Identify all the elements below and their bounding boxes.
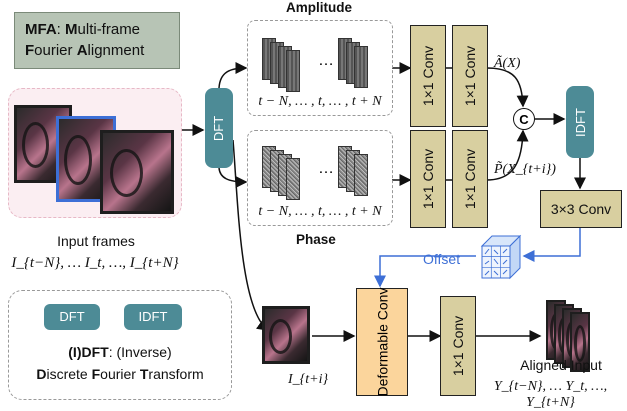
legend-dft-chip: DFT: [44, 304, 100, 330]
legend-line-1: (I)DFT: (Inverse): [8, 344, 232, 360]
amplitude-panel: [247, 20, 393, 116]
phase-spectrum-4: [286, 158, 300, 200]
legend-letter-d: D: [36, 366, 47, 382]
conv3x3-node: 3×3 Conv: [540, 190, 622, 228]
amplitude-conv-1-label: 1×1 Conv: [420, 45, 437, 107]
legend-text-ransform: ransform: [148, 366, 204, 382]
mfa-acronym-rest: FA: [37, 21, 57, 38]
phase-spectrum-7: [354, 154, 368, 196]
amplitude-conv-2-label: 1×1 Conv: [462, 45, 479, 107]
dft-node-label: DFT: [211, 115, 227, 141]
mfa-line-2: Fourier Alignment: [25, 40, 179, 61]
mfa-colon: :: [56, 21, 66, 38]
phase-conv-2-label: 1×1 Conv: [462, 148, 479, 210]
legend-idft-chip: IDFT: [124, 304, 182, 330]
legend-text-iscrete: iscrete: [46, 366, 92, 382]
amplitude-label: Ã(X): [494, 56, 521, 71]
offset-label: Offset: [423, 251, 461, 267]
idft-node-label: IDFT: [572, 107, 588, 137]
legend-idft-bold: (I)DFT: [68, 344, 109, 360]
mfa-letter-m: M: [25, 21, 38, 38]
mfa-title-box: MFA: Multi-frame Fourier Alignment: [14, 12, 180, 69]
aligned-input-caption: Aligned Input: [520, 357, 602, 373]
phase-range: t − N, … , t, … , t + N: [258, 204, 382, 219]
aligned-input-math: Y_{t−N}, … Y_t, …, Y_{t+N}: [493, 379, 608, 410]
legend-letter-f: F: [91, 366, 101, 382]
mfa-letter-f: F: [25, 42, 35, 59]
amplitude-title: Amplitude: [286, 0, 352, 15]
input-frames-caption: Input frames: [57, 233, 135, 249]
amplitude-spectrum-7: [354, 46, 368, 88]
deformable-conv-label: Deformable Conv: [374, 287, 390, 397]
phase-label: P̃(X_{t+i}): [494, 162, 556, 177]
phase-panel: [247, 130, 393, 226]
input-frame-3: [100, 130, 174, 214]
legend-text-ourier: ourier: [100, 366, 140, 382]
mfa-text-alignment: lignment: [87, 42, 145, 59]
frame-t-plus-i: [262, 306, 310, 364]
mfa-letter-a: A: [76, 42, 88, 59]
amplitude-range: t − N, … , t, … , t + N: [258, 94, 382, 109]
phase-title: Phase: [296, 232, 336, 247]
mfa-text-fourier: ourier: [34, 42, 77, 59]
legend-panel: [8, 290, 232, 400]
concat-circle-icon: C: [513, 108, 535, 130]
aligned-frame-4: [570, 312, 590, 372]
output-conv: 1×1 Conv: [440, 296, 476, 396]
amplitude-spectrum-4: [286, 50, 300, 92]
dft-node: DFT: [205, 88, 233, 168]
legend-inverse-text: : (Inverse): [108, 344, 172, 360]
amplitude-conv-1: 1×1 Conv: [410, 25, 446, 127]
amplitude-ellipsis: …: [318, 52, 334, 69]
mfa-line-1: MFA: Multi-frame: [25, 19, 179, 40]
phase-ellipsis: …: [318, 160, 334, 177]
mfa-text-multiframe: ulti-frame: [77, 21, 141, 38]
mfa-letter-m2: M: [65, 21, 78, 38]
deformable-conv-node: Deformable Conv: [356, 288, 408, 396]
phase-conv-2: 1×1 Conv: [452, 130, 488, 228]
phase-conv-1: 1×1 Conv: [410, 130, 446, 228]
offset-cube-icon: [480, 234, 522, 280]
legend-line-2: Discrete Fourier Transform: [8, 366, 232, 382]
frame-t-plus-i-label: I_{t+i}: [288, 372, 329, 387]
input-frames-math: I_{t−N}, … I_t, …, I_{t+N}: [11, 255, 179, 271]
output-conv-label: 1×1 Conv: [450, 315, 467, 377]
amplitude-conv-2: 1×1 Conv: [452, 25, 488, 127]
phase-conv-1-label: 1×1 Conv: [420, 148, 437, 210]
idft-node: IDFT: [566, 86, 594, 158]
legend-letter-t: T: [139, 366, 149, 382]
